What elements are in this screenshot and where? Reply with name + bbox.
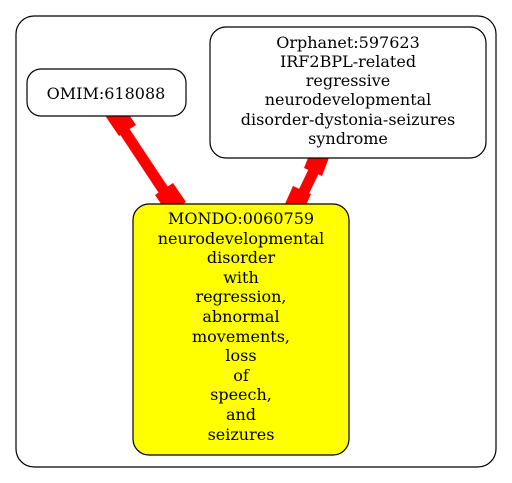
node-mondo-label-line: neurodevelopmental <box>158 229 325 248</box>
node-mondo-label-line: loss <box>225 346 256 365</box>
node-orphanet-label-line: syndrome <box>308 129 388 148</box>
node-orphanet-box <box>209 26 487 159</box>
node-orphanet-label-line: neurodevelopmental <box>265 90 432 109</box>
edge-line <box>112 116 175 204</box>
node-mondo-label-line: movements, <box>192 327 290 346</box>
node-mondo-label-line: speech, <box>210 385 272 404</box>
node-mondo-label-line: with <box>223 268 259 287</box>
node-orphanet-label-line: regressive <box>306 71 391 90</box>
node-mondo-label-line: disorder <box>207 248 276 267</box>
edge-omim-to-mondo <box>106 106 186 214</box>
node-omim-label: OMIM:618088 <box>47 84 166 103</box>
node-orphanet-label-line: disorder-dystonia-seizures <box>241 110 455 129</box>
node-mondo-box <box>132 203 350 456</box>
node-orphanet-label-line: Orphanet:597623 <box>276 33 420 52</box>
node-omim[interactable]: OMIM:618088 <box>26 68 187 117</box>
node-mondo-label-line: regression, <box>195 287 286 306</box>
node-orphanet[interactable]: Orphanet:597623 IRF2BPL-related regressi… <box>209 26 487 159</box>
node-mondo-label-line: abnormal <box>202 307 279 326</box>
node-mondo-label-line: seizures <box>208 425 275 444</box>
node-orphanet-label-line: IRF2BPL-related <box>280 52 416 71</box>
cluster-border <box>15 15 497 468</box>
node-mondo[interactable]: MONDO:0060759 neurodevelopmental disorde… <box>132 203 350 456</box>
node-mondo-label-line: of <box>233 366 250 385</box>
node-omim-box <box>26 68 187 117</box>
node-mondo-label-line: and <box>226 405 256 424</box>
node-mondo-label-line: MONDO:0060759 <box>168 209 314 228</box>
